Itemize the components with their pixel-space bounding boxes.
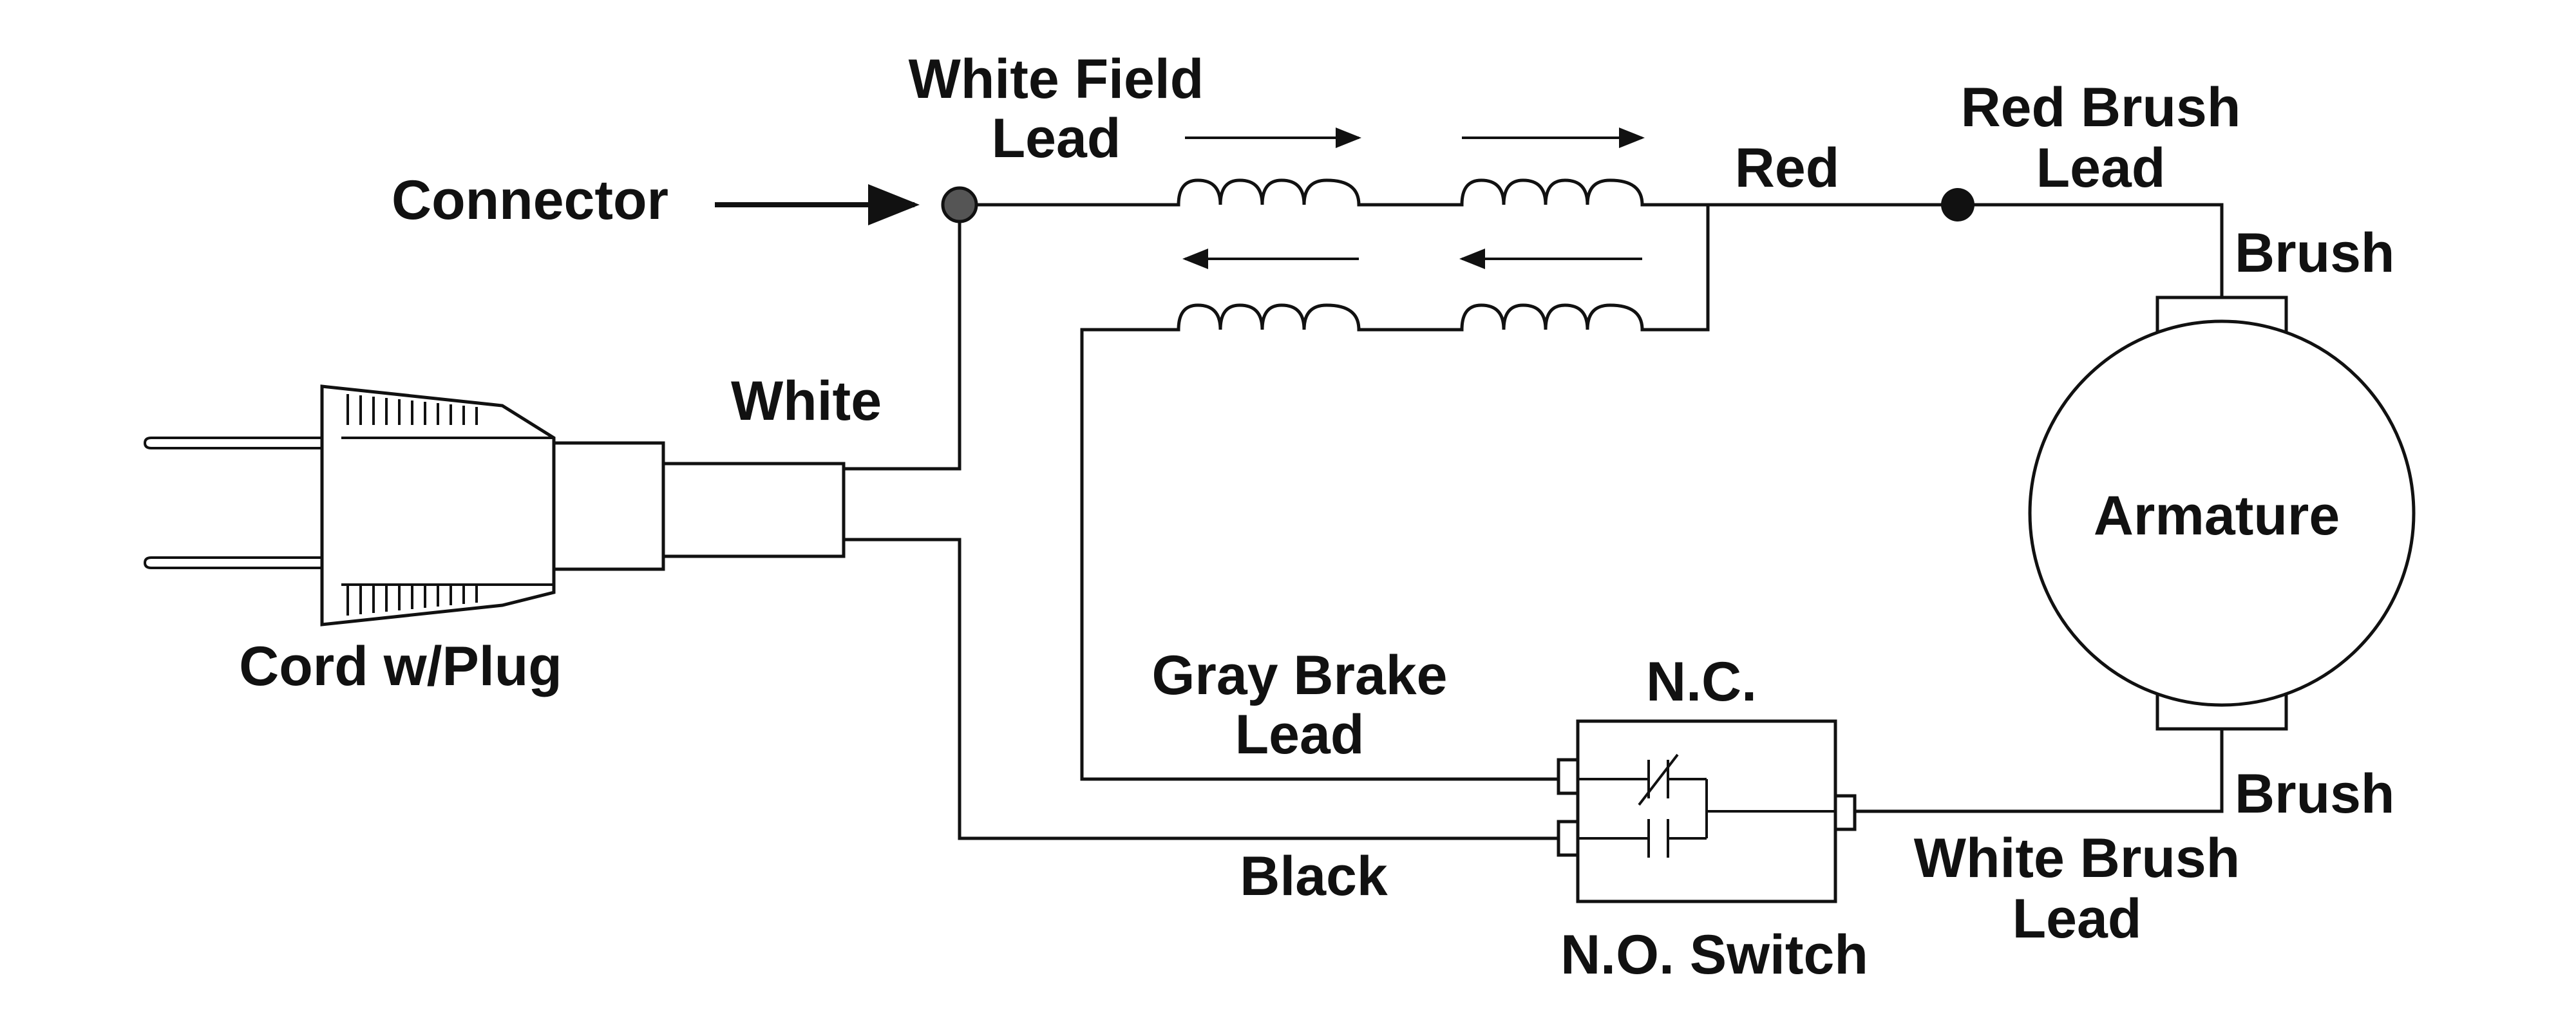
white-wire [842, 203, 961, 471]
black-wire [842, 538, 1560, 840]
red-brush-lead-label-line2: Lead [2036, 137, 2166, 199]
current-direction-arrows [1182, 127, 1645, 269]
white-brush-lead-wire [1846, 726, 2224, 813]
black-label: Black [1240, 845, 1388, 907]
field-coil-icon [1177, 178, 1644, 332]
gray-brake-lead-label-line2: Lead [1235, 704, 1365, 766]
connector-label: Connector [392, 169, 668, 231]
brush-bottom-label: Brush [2235, 763, 2394, 825]
gray-brake-lead-label-line1: Gray Brake [1152, 645, 1448, 706]
brake-switch-icon [1557, 719, 1857, 903]
white-field-lead-label-line2: Lead [992, 108, 1121, 169]
cord-with-plug-label: Cord w/Plug [239, 636, 562, 697]
power-plug-icon [143, 384, 846, 627]
gray-brake-lead-wire [1080, 328, 1560, 781]
white-brush-lead-label-line2: Lead [2012, 888, 2142, 950]
red-label: Red [1735, 137, 1839, 199]
armature-label: Armature [2094, 485, 2340, 547]
no-switch-label: N.O. Switch [1560, 924, 1868, 986]
brush-top-label: Brush [2235, 222, 2394, 284]
connector-dot-icon [715, 184, 978, 225]
white-field-lead-label-line1: White Field [909, 48, 1204, 110]
red-brush-lead-label-line1: Red Brush [1961, 77, 2241, 138]
white-brush-lead-label-line1: White Brush [1914, 827, 2240, 889]
nc-label: N.C. [1646, 651, 1757, 713]
white-label: White [731, 370, 882, 432]
red-brush-lead-wire [1956, 203, 2224, 299]
junction-dot-icon [1941, 188, 1975, 221]
armature-motor-icon [2028, 296, 2416, 731]
